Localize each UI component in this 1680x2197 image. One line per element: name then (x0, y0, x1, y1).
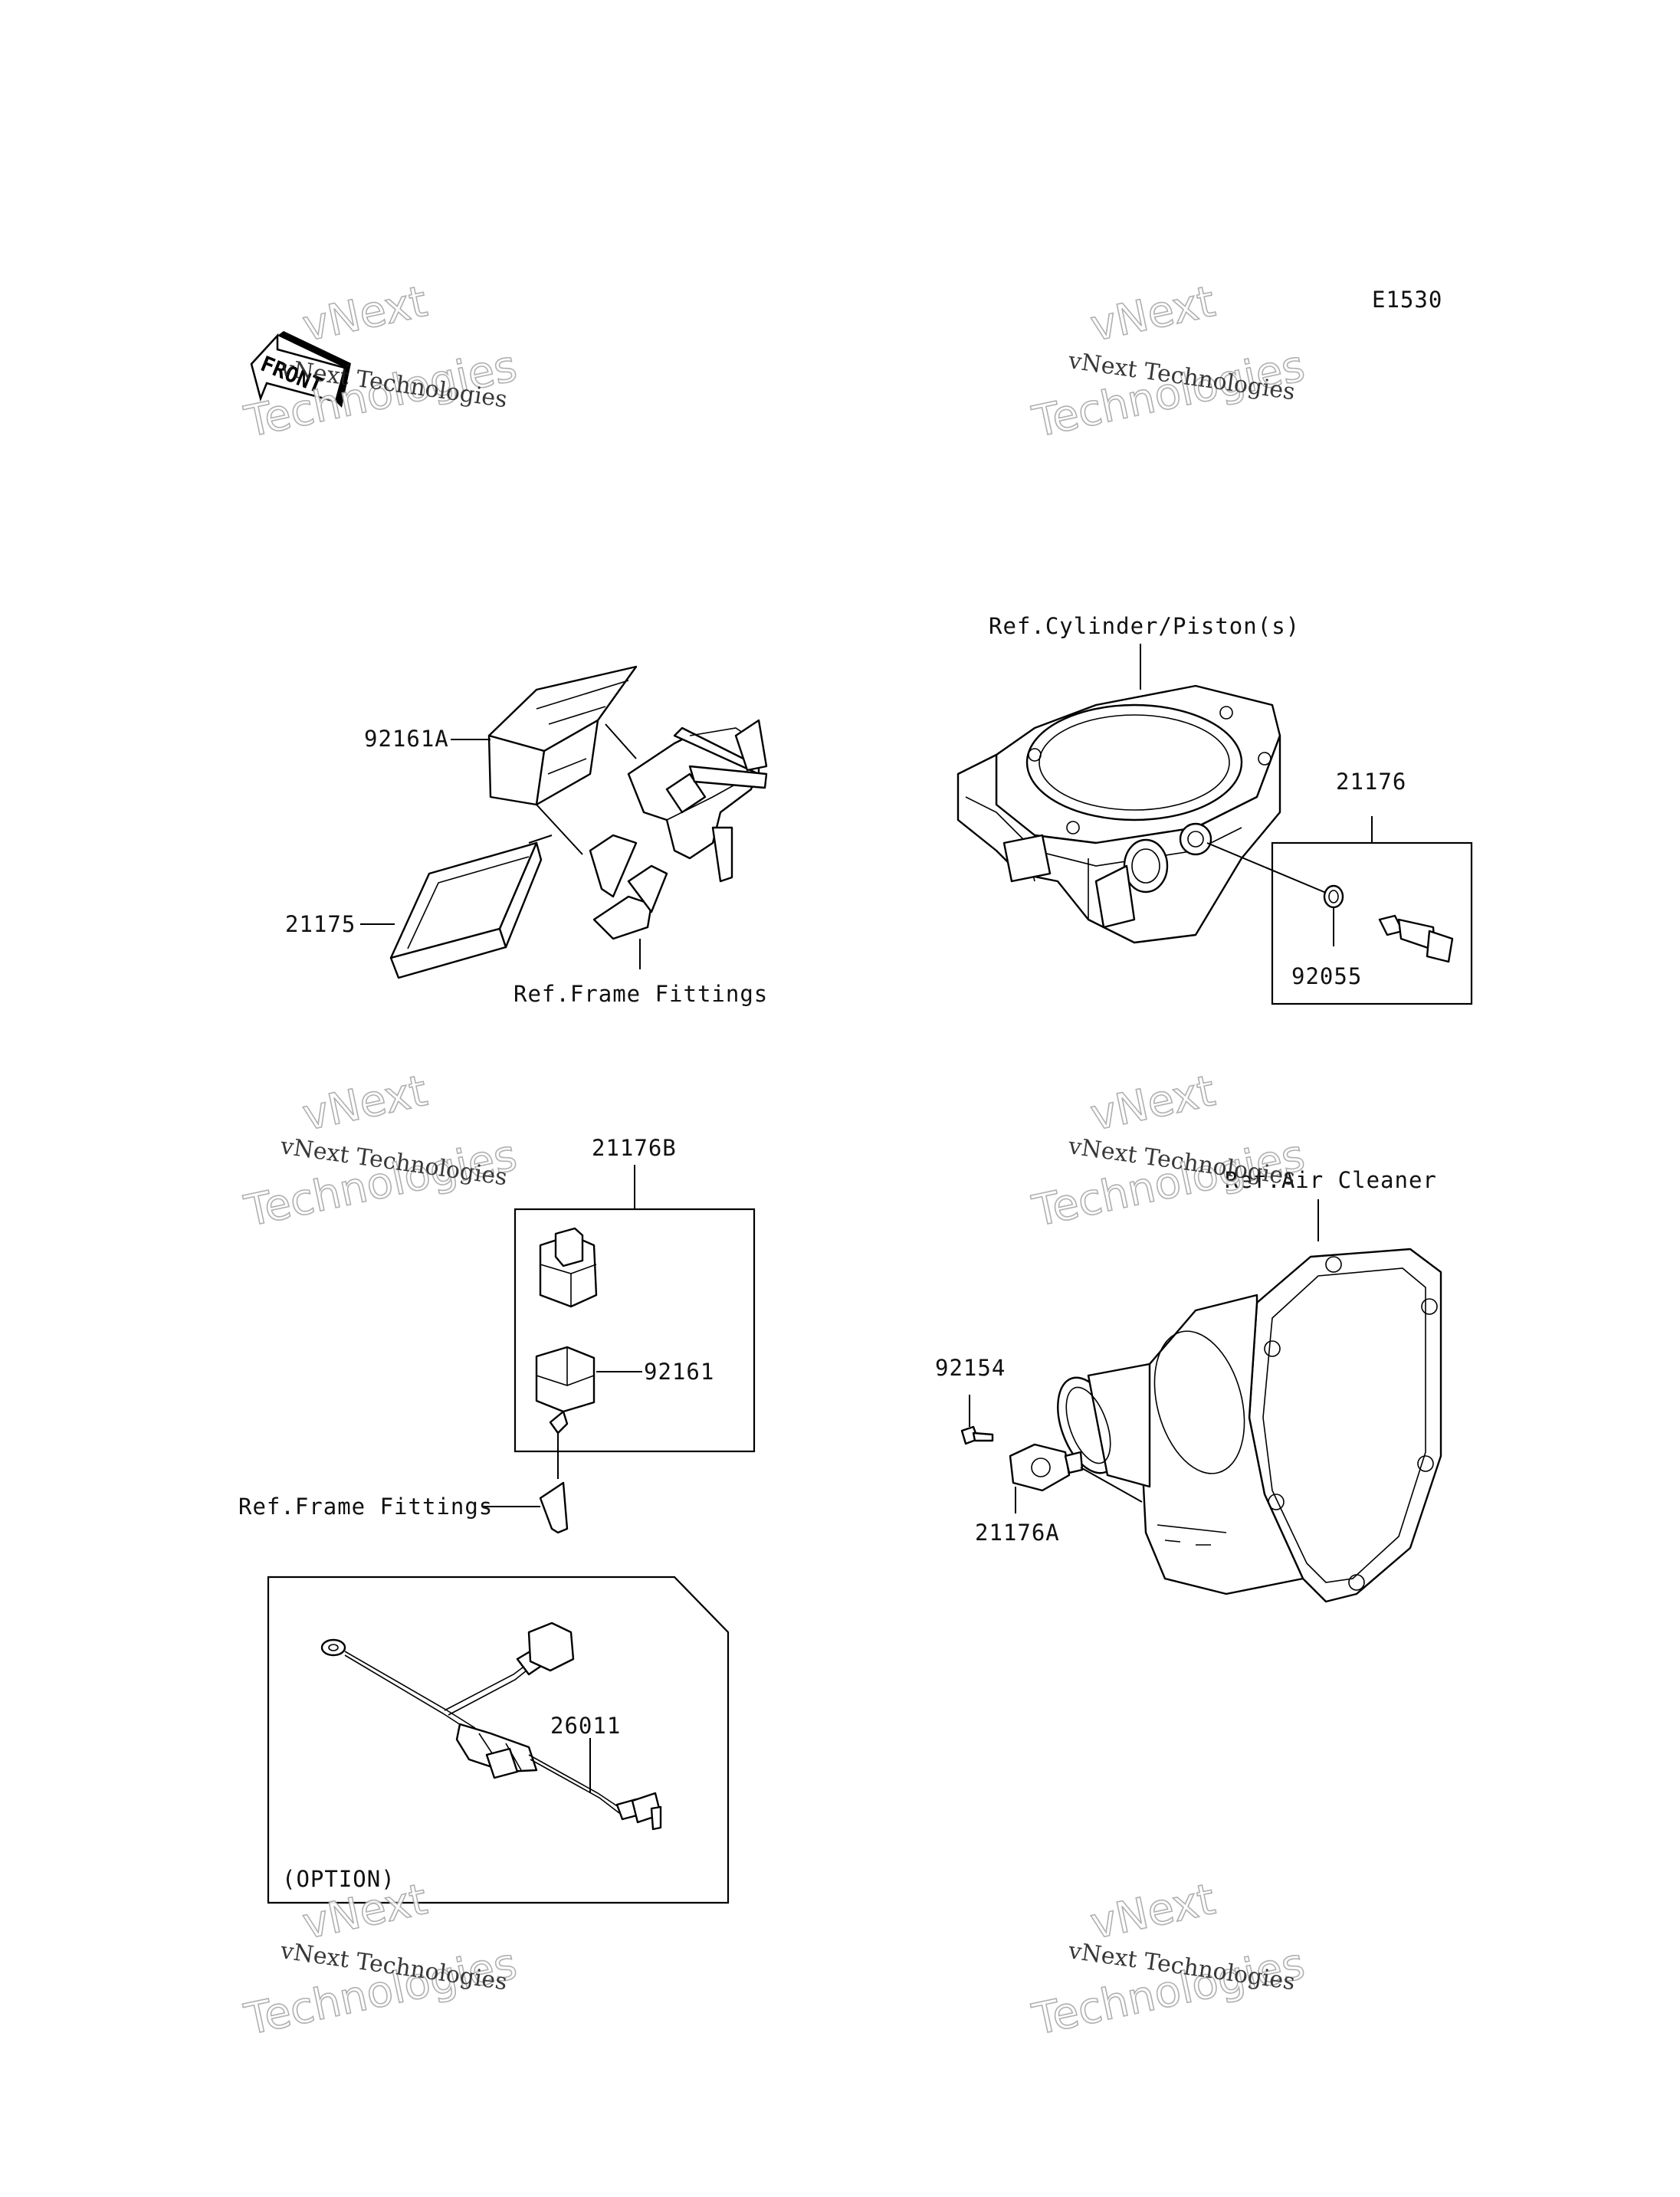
label-ref-frame-fittings-2: Ref.Frame Fittings (238, 1494, 493, 1520)
air-cleaner-group: Ref.Air Cleaner (935, 1167, 1442, 1603)
bolt-92154 (960, 1425, 994, 1445)
label-21175: 21175 (285, 911, 356, 937)
cylinder-group: Ref.Cylinder/Piston(s) 21176 (956, 613, 1473, 1005)
svg-text:vNext: vNext (298, 277, 431, 352)
label-92154: 92154 (935, 1355, 1006, 1381)
watermark-3: vNext Technologies vNext Technologies (240, 1065, 522, 1237)
label-92055: 92055 (1291, 963, 1362, 989)
air-cleaner-housing (1057, 1248, 1442, 1603)
label-26011: 26011 (550, 1713, 621, 1739)
frame-clip (539, 1481, 569, 1534)
diagram-code: E1530 (1372, 287, 1442, 313)
label-92161A: 92161A (364, 726, 449, 752)
svg-text:vNext: vNext (1086, 1066, 1219, 1141)
cylinder-block (956, 684, 1281, 944)
svg-text:vNext: vNext (1086, 1874, 1219, 1949)
connector-92161 (535, 1346, 596, 1435)
label-21176: 21176 (1336, 769, 1406, 795)
option-harness-group: (OPTION) 26011 (267, 1576, 730, 1904)
connector-top (539, 1227, 598, 1308)
svg-text:vNext: vNext (298, 1066, 431, 1141)
svg-text:vNext: vNext (1086, 277, 1219, 352)
label-ref-cylinder: Ref.Cylinder/Piston(s) (989, 613, 1300, 639)
ecu-unit-21175 (389, 841, 543, 979)
label-ref-frame-fittings-1: Ref.Frame Fittings (514, 981, 768, 1007)
watermark-4: vNext Technologies vNext Technologies (1028, 1065, 1310, 1237)
sensor-21176B-group: 21176B 92161 Ref.Frame Fittings (238, 1135, 756, 1534)
ecu-cover-92161A (487, 665, 638, 806)
ecu-bracket (589, 719, 768, 940)
label-option: (OPTION) (282, 1866, 395, 1892)
label-92161: 92161 (644, 1359, 714, 1385)
watermark-6: vNext Technologies vNext Technologies (1028, 1874, 1310, 2045)
o-ring-92055 (1323, 884, 1344, 909)
watermark-1: vNext Technologies vNext Technologies (240, 276, 522, 448)
label-ref-air-cleaner: Ref.Air Cleaner (1225, 1167, 1437, 1193)
box-option (267, 1576, 730, 1904)
sensor-21176A (1009, 1443, 1084, 1492)
ecu-bracket-group: 92161A 21175 Ref.Frame Fittings (285, 665, 768, 1007)
watermark-2: vNext Technologies vNext Technologies (1028, 276, 1310, 448)
box-21176B (514, 1208, 756, 1453)
temperature-sensor (1378, 914, 1454, 963)
label-21176A: 21176A (975, 1520, 1060, 1546)
wire-harness-26011 (320, 1622, 662, 1831)
label-21176B: 21176B (592, 1135, 677, 1161)
watermark-5: vNext Technologies vNext Technologies (240, 1874, 522, 2045)
